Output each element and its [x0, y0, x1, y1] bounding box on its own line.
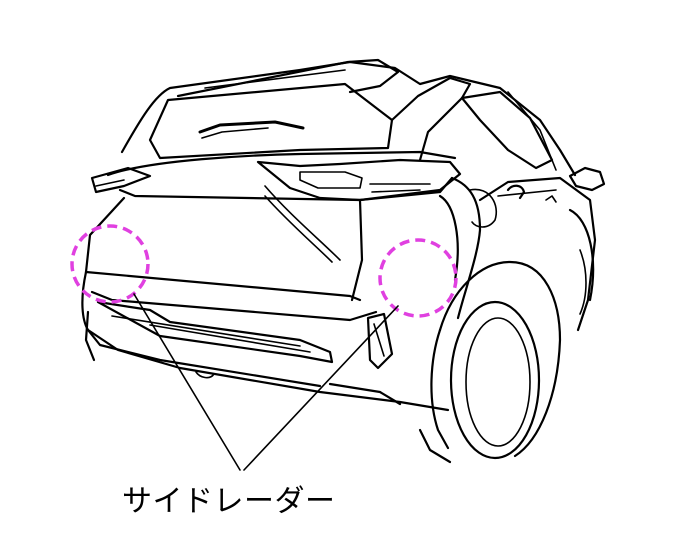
leader-line-right — [243, 305, 399, 471]
leader-line-left — [133, 293, 241, 471]
right-rear-side-radar-marker — [378, 238, 458, 318]
side-radar-label: サイドレーダー — [122, 484, 336, 519]
left-rear-side-radar-marker — [70, 224, 150, 304]
car-body — [81, 58, 606, 464]
callout-leaders — [133, 293, 399, 471]
